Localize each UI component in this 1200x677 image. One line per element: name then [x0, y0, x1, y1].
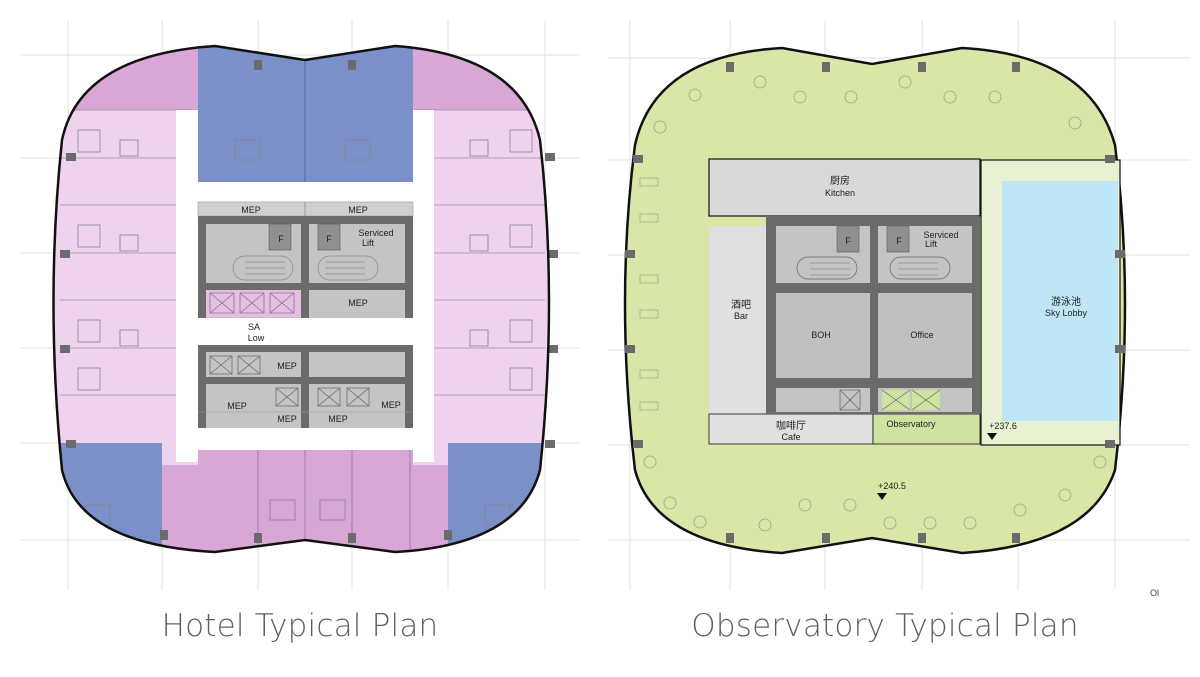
label-fire-lift: F [278, 234, 284, 244]
label-bar-cn: 酒吧 [731, 299, 751, 311]
building-outline [52, 44, 551, 554]
observatory-plan-svg: 厨房 Kitchen 酒吧 Bar BOH Office F F Service… [608, 20, 1190, 590]
label-sa-low: Low [248, 333, 265, 343]
label-pool-cn: 游泳池 [1051, 295, 1081, 308]
hotel-plan-svg: MEP MEP F F Serviced Lift MEP SA Low MEP… [20, 20, 580, 590]
observatory-core [766, 216, 980, 414]
label-mep: MEP [348, 205, 368, 215]
observatory-plan-caption: Observatory Typical Plan [691, 608, 1079, 644]
label-serviced-lift: Lift [362, 238, 375, 248]
label-boh: BOH [811, 330, 831, 340]
label-mep: MEP [241, 205, 261, 215]
label-cafe-cn: 咖啡厅 [776, 420, 806, 432]
label-mep: MEP [277, 414, 297, 424]
label-kitchen-cn: 厨房 [830, 174, 850, 187]
label-office: Office [910, 330, 933, 340]
label-sa: SA [248, 322, 260, 332]
label-bar: Bar [734, 311, 748, 321]
label-fire-lift: F [896, 236, 902, 246]
level-marker-icon [877, 493, 887, 500]
label-mep: MEP [381, 400, 401, 410]
label-sky-lobby: Sky Lobby [1045, 308, 1088, 318]
kitchen-room[interactable] [708, 158, 981, 217]
hotel-core [197, 201, 414, 428]
label-kitchen: Kitchen [825, 188, 855, 198]
label-serviced-lift: Serviced [358, 228, 393, 238]
label-serviced-lift: Lift [925, 239, 938, 249]
level-marker-icon [987, 433, 997, 440]
structural-columns [60, 60, 558, 543]
label-mep: MEP [227, 401, 247, 411]
stray-mark: Ol [1150, 588, 1159, 598]
corridor-left [176, 110, 198, 462]
swimming-pool[interactable] [1002, 181, 1118, 421]
observatory-typical-plan-drawing: 厨房 Kitchen 酒吧 Bar BOH Office F F Service… [600, 0, 1200, 600]
hotel-plan-caption: Hotel Typical Plan [161, 608, 439, 644]
label-observatory: Observatory [886, 419, 936, 429]
cafe-room[interactable] [708, 413, 874, 445]
hotel-typical-plan-drawing: MEP MEP F F Serviced Lift MEP SA Low MEP… [0, 0, 600, 600]
bar-room[interactable] [709, 226, 766, 416]
label-fire-lift: F [326, 234, 332, 244]
label-fire-lift: F [845, 236, 851, 246]
level-label-floor: +240.5 [878, 481, 906, 491]
label-cafe: Cafe [781, 432, 800, 442]
label-serviced-lift: Serviced [923, 230, 958, 240]
label-mep: MEP [328, 414, 348, 424]
table-furniture [643, 75, 1107, 532]
corridor-right [413, 110, 434, 462]
label-mep: MEP [348, 298, 368, 308]
label-mep: MEP [277, 361, 297, 371]
level-label-pool: +237.6 [989, 421, 1017, 431]
